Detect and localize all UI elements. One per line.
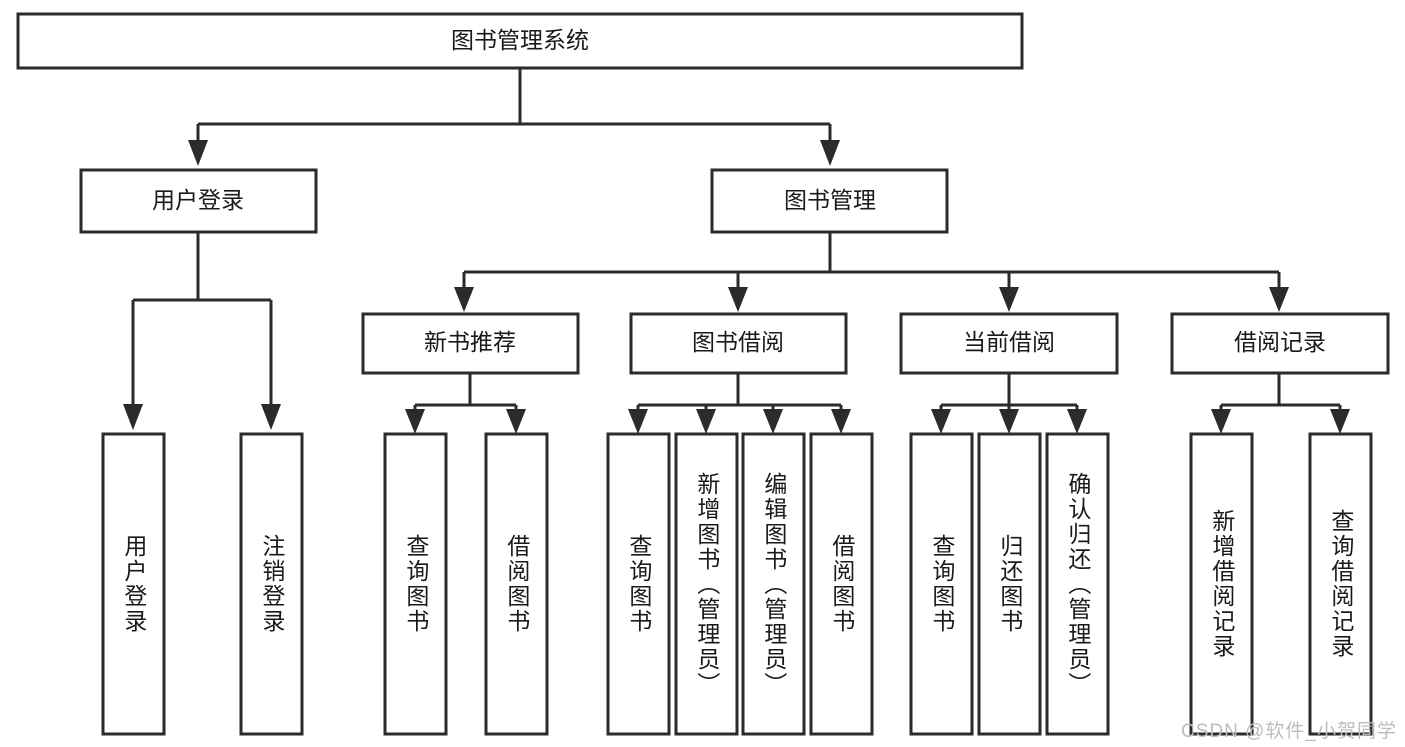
node-borrow-record-label: 借阅记录	[1234, 329, 1326, 355]
connector-group-book-borrow	[628, 373, 851, 434]
node-user-login-box[interactable]	[79, 168, 318, 234]
node-book-borrow-label: 图书借阅	[692, 329, 784, 355]
leaf-borrow-book-rec-box[interactable]	[484, 432, 549, 736]
arrow-head-leaf-return-book	[999, 409, 1019, 434]
connector-group-user-login	[123, 232, 281, 430]
arrow-head-leaf-borrow-book-rec	[506, 409, 526, 434]
arrow-head-borrow-record	[1269, 287, 1289, 312]
connector-group-current-borrow	[931, 373, 1087, 434]
csdn-watermark: CSDN @软件_小贺同学	[1181, 721, 1397, 742]
arrow-head-leaf-add-record	[1211, 409, 1231, 434]
node-user-login-label: 用户登录	[152, 187, 244, 213]
arrow-head-leaf-borrow-book	[831, 409, 851, 434]
connector-group-book-manage	[454, 232, 1289, 312]
leaf-add-book-box[interactable]	[674, 432, 739, 736]
leaf-edit-book-box[interactable]	[741, 432, 806, 736]
arrow-head-user-login	[188, 140, 208, 166]
node-current-borrow-box[interactable]	[899, 312, 1119, 375]
connector-group-borrow-record	[1211, 373, 1350, 434]
arrow-head-leaf-add-book	[696, 409, 716, 434]
arrow-head-book-manage	[820, 140, 840, 166]
leaf-query-book-current-box[interactable]	[909, 432, 974, 736]
node-book-borrow[interactable]: 图书借阅	[629, 312, 848, 375]
node-borrow-record-box[interactable]	[1170, 312, 1390, 375]
node-user-login[interactable]: 用户登录	[79, 168, 318, 234]
arrow-head-leaf-edit-book	[763, 409, 783, 434]
arrow-head-leaf-query-book-current	[931, 409, 951, 434]
node-new-book-rec-box[interactable]	[361, 312, 580, 375]
leaf-user-login-box[interactable]	[101, 432, 166, 736]
node-current-borrow-label: 当前借阅	[963, 329, 1055, 355]
arrow-head-new-book-rec	[454, 287, 474, 312]
node-current-borrow[interactable]: 当前借阅	[899, 312, 1119, 375]
leaf-query-record-box[interactable]	[1308, 432, 1373, 736]
node-borrow-record[interactable]: 借阅记录	[1170, 312, 1390, 375]
node-root[interactable]: 图书管理系统	[16, 12, 1024, 70]
arrow-head-leaf-query-book-rec	[405, 409, 425, 434]
leaf-borrow-book-box[interactable]	[809, 432, 874, 736]
arrow-head-leaf-user-login	[123, 404, 143, 430]
connector-group-root	[188, 68, 840, 166]
arrow-head-leaf-confirm-return	[1067, 409, 1087, 434]
arrow-head-leaf-query-book-borrow	[628, 409, 648, 434]
leaf-logout-login-box[interactable]	[239, 432, 304, 736]
arrow-head-current-borrow	[999, 287, 1019, 312]
node-new-book-rec[interactable]: 新书推荐	[361, 312, 580, 375]
arrow-head-book-borrow	[728, 287, 748, 312]
leaf-confirm-return-box[interactable]	[1045, 432, 1110, 736]
node-root-label: 图书管理系统	[451, 27, 589, 53]
leaf-query-book-rec-box[interactable]	[383, 432, 448, 736]
node-new-book-rec-label: 新书推荐	[424, 329, 516, 355]
leaf-node-group	[101, 432, 1373, 736]
node-book-manage-box[interactable]	[710, 168, 949, 234]
node-book-manage-label: 图书管理	[784, 187, 876, 213]
arrow-head-leaf-logout-login	[261, 404, 281, 430]
node-root-box[interactable]	[16, 12, 1024, 70]
connector-group-new-book-rec	[405, 373, 526, 434]
node-book-borrow-box[interactable]	[629, 312, 848, 375]
leaf-return-book-box[interactable]	[977, 432, 1042, 736]
leaf-add-record-box[interactable]	[1189, 432, 1254, 736]
leaf-query-book-borrow-box[interactable]	[606, 432, 671, 736]
node-book-manage[interactable]: 图书管理	[710, 168, 949, 234]
arrow-head-leaf-query-record	[1330, 409, 1350, 434]
